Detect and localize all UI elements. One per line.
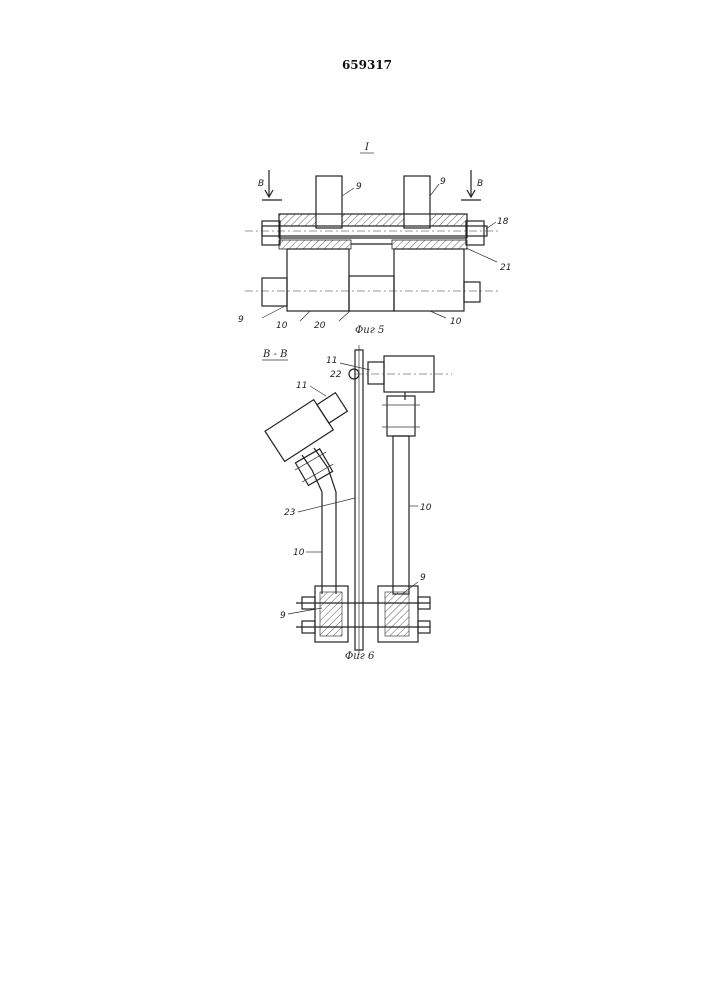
hatched-block: [342, 214, 404, 226]
label-18: 18: [497, 217, 509, 227]
label-11-top: 11: [326, 356, 337, 366]
leader: [300, 311, 310, 321]
label-9-top-left: 9: [356, 182, 362, 192]
label-10-right-fig6: 10: [420, 503, 432, 513]
cut-mark-right-label: B: [477, 179, 483, 189]
leader: [466, 248, 497, 262]
bottom-block-hatch: [320, 592, 342, 636]
actuator-block-left: [265, 400, 333, 462]
label-9-left-fig6: 9: [280, 611, 286, 621]
leader: [339, 311, 350, 321]
label-10-left-fig6: 10: [293, 548, 305, 558]
actuator-coupler-left: [317, 393, 347, 423]
leader: [430, 311, 446, 318]
bolt-head-right-upper: [466, 221, 484, 245]
spacer-20: [349, 276, 394, 311]
bolt-head-right-lower: [464, 282, 480, 302]
label-21: 21: [500, 263, 511, 273]
hatched-block: [430, 214, 467, 226]
leader: [262, 305, 287, 318]
label-9-top-right: 9: [440, 177, 446, 187]
label-20: 20: [314, 321, 326, 331]
figure-6: В - В: [262, 345, 452, 662]
bent-strip-left-edge: [314, 448, 336, 594]
spring-strip-10-right: [393, 436, 409, 594]
bottom-block-hatch: [385, 592, 409, 636]
rod-9-left: [316, 176, 342, 228]
rod-9-right: [404, 176, 430, 228]
disc-pack-10-right: [394, 249, 464, 311]
fig6-section-title: В - В: [262, 349, 287, 360]
cut-mark-right: B: [461, 170, 483, 200]
label-9-right-fig6: 9: [420, 573, 426, 583]
actuator-tilted: [265, 388, 352, 462]
label-10-left: 10: [276, 321, 288, 331]
fig5-section-mark: I: [364, 142, 370, 153]
hatched-block: [279, 214, 316, 226]
label-9-bottom: 9: [238, 315, 244, 325]
bent-strip-left: [302, 455, 322, 594]
label-23: 23: [284, 508, 296, 518]
leader: [402, 582, 418, 594]
leader: [342, 188, 354, 196]
leader: [310, 386, 326, 396]
actuator-coupler-top: [368, 362, 384, 384]
patent-number: 659317: [342, 58, 392, 72]
leader: [430, 184, 439, 196]
bolt-head-left-upper: [262, 221, 280, 245]
bearing-strip: [392, 240, 467, 249]
bearing-strip: [279, 240, 351, 249]
cut-mark-left: B: [258, 170, 282, 200]
figure-5: I B B: [238, 142, 511, 336]
bolt-head-left-lower: [262, 278, 287, 306]
label-22: 22: [330, 370, 342, 380]
disc-pack-10-left: [287, 249, 349, 311]
fig6-caption: Фиг 6: [345, 651, 375, 662]
label-11-left: 11: [296, 381, 307, 391]
fig5-caption: Фиг 5: [355, 325, 384, 336]
clamp-right-top: [387, 396, 415, 436]
leader: [298, 498, 355, 512]
cut-mark-left-label: B: [258, 179, 264, 189]
label-10-right: 10: [450, 317, 462, 327]
